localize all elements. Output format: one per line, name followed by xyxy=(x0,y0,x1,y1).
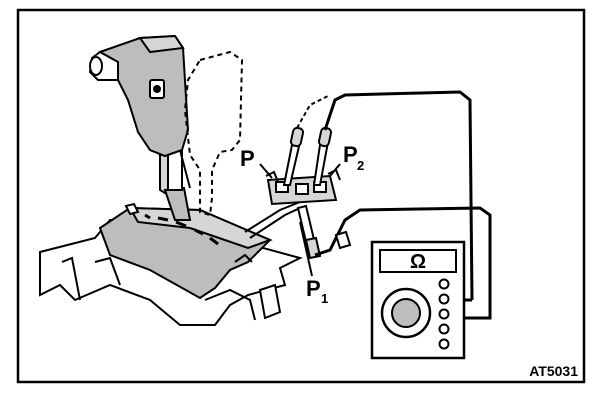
label-p2: P 2 xyxy=(343,142,364,173)
label-p2-main: P xyxy=(343,142,358,167)
label-leaders xyxy=(259,163,341,277)
meter-unit-symbol: Ω xyxy=(410,251,426,273)
connector-block xyxy=(265,168,341,206)
alternate-knob-outline xyxy=(183,50,244,217)
label-p1: P 1 xyxy=(306,276,328,306)
label-p: P xyxy=(240,146,255,171)
test-leads xyxy=(296,90,492,320)
shift-lever-rod xyxy=(159,147,192,221)
probe-p xyxy=(282,126,305,186)
probe-p1 xyxy=(296,204,322,260)
harness-wires xyxy=(244,201,301,239)
multimeter xyxy=(370,240,466,360)
lead-clip xyxy=(334,230,352,250)
shift-knob xyxy=(88,34,190,158)
label-p1-sub: 1 xyxy=(321,291,328,306)
label-p1-main: P xyxy=(306,276,321,301)
probe-p2 xyxy=(312,126,333,186)
diagram-frame xyxy=(16,8,586,384)
label-p2-sub: 2 xyxy=(357,158,364,173)
figure-code: AT5031 xyxy=(529,363,578,379)
